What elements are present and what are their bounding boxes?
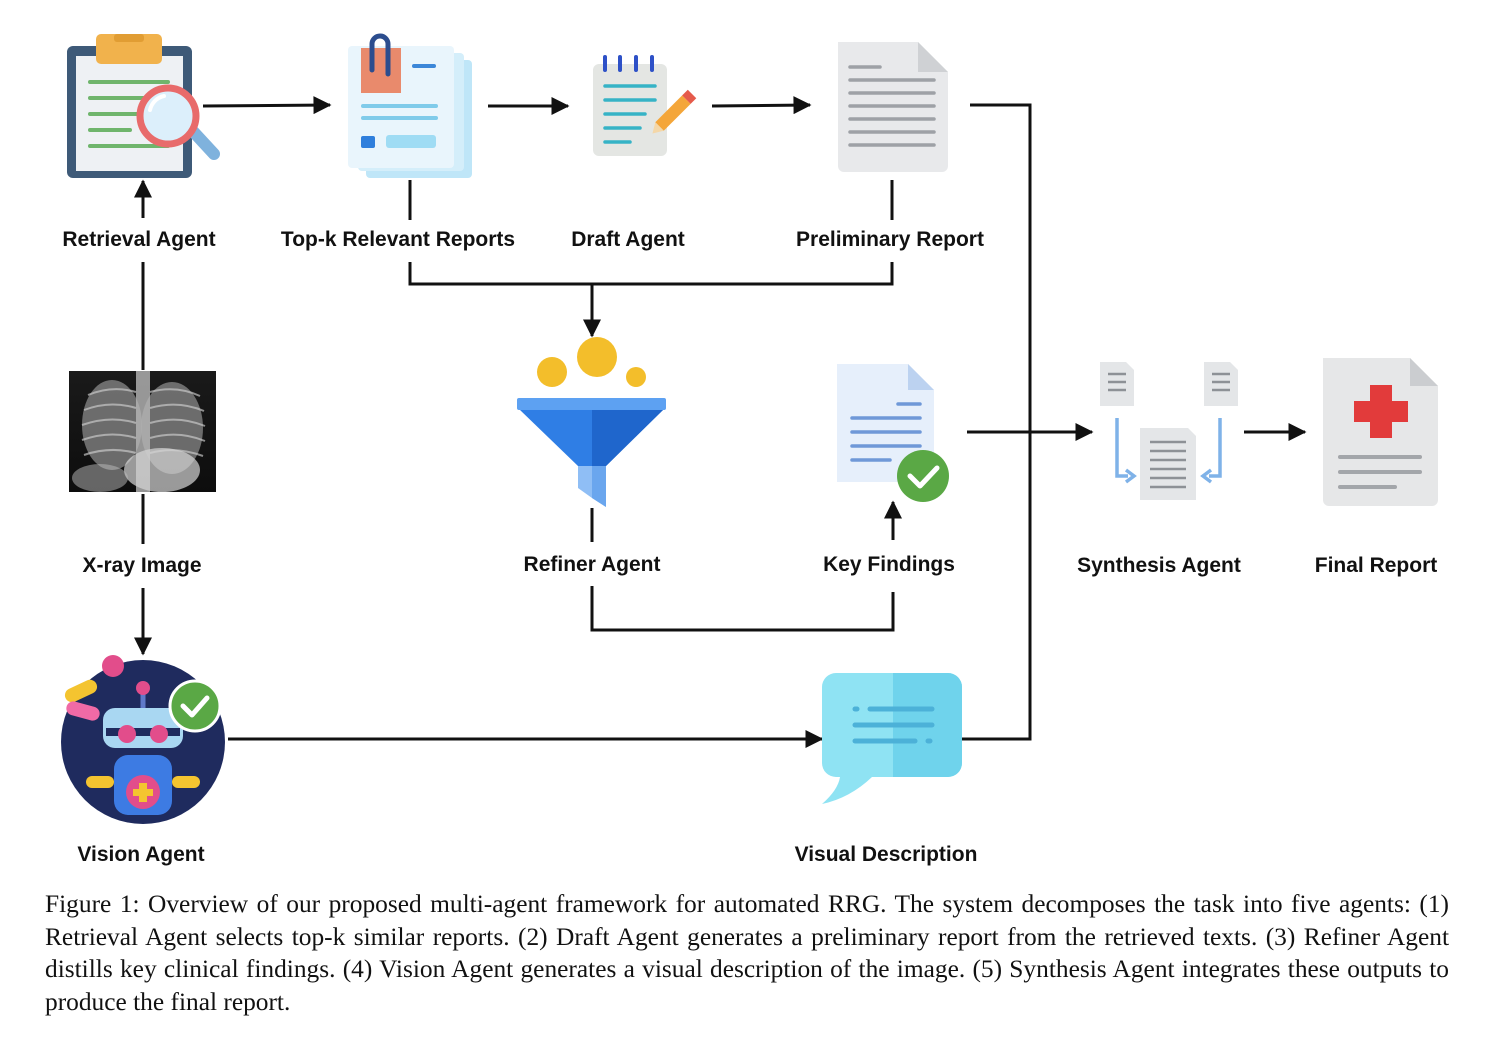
- draft-agent-label: Draft Agent: [571, 228, 685, 251]
- notepad-pencil-icon: [593, 55, 697, 156]
- top-k-reports-label: Top-k Relevant Reports: [280, 228, 516, 251]
- document-check-icon: [837, 364, 949, 502]
- synthesis-agent-label: Synthesis Agent: [1077, 554, 1241, 577]
- document-stack-icon: [348, 33, 472, 178]
- diagram: [61, 33, 1438, 824]
- medical-report-icon: [1323, 358, 1438, 506]
- medical-robot-icon: [61, 655, 225, 824]
- final-report-label: Final Report: [1314, 554, 1438, 577]
- speech-bubble-icon: [822, 673, 962, 804]
- figure-caption: Figure 1: Overview of our proposed multi…: [45, 890, 1449, 1016]
- key-findings-label: Key Findings: [823, 553, 955, 576]
- document-icon: [838, 42, 948, 172]
- connector-preliminary-to-synthesis: [970, 103, 1032, 432]
- refiner-agent-label: Refiner Agent: [523, 553, 661, 576]
- connector-description-to-synthesis: [962, 432, 1032, 741]
- documents-merge-icon: [1100, 362, 1238, 500]
- connectors: [134, 96, 1307, 748]
- funnel-icon: [517, 337, 666, 507]
- xray-image-label: X-ray Image: [82, 554, 202, 577]
- chest-xray-icon: [69, 371, 216, 492]
- arrow-draft-to-preliminary: [711, 96, 812, 115]
- visual-description-label: Visual Description: [794, 843, 978, 866]
- vision-agent-label: Vision Agent: [77, 843, 205, 866]
- connector-refiner-to-findings: [590, 586, 895, 632]
- preliminary-report-label: Preliminary Report: [796, 228, 984, 251]
- connector-reports-preliminary-merge: [408, 262, 894, 286]
- retrieval-agent-label: Retrieval Agent: [62, 228, 216, 251]
- clipboard-magnifier-icon: [67, 34, 220, 178]
- arrow-retrieval-to-reports: [202, 96, 332, 115]
